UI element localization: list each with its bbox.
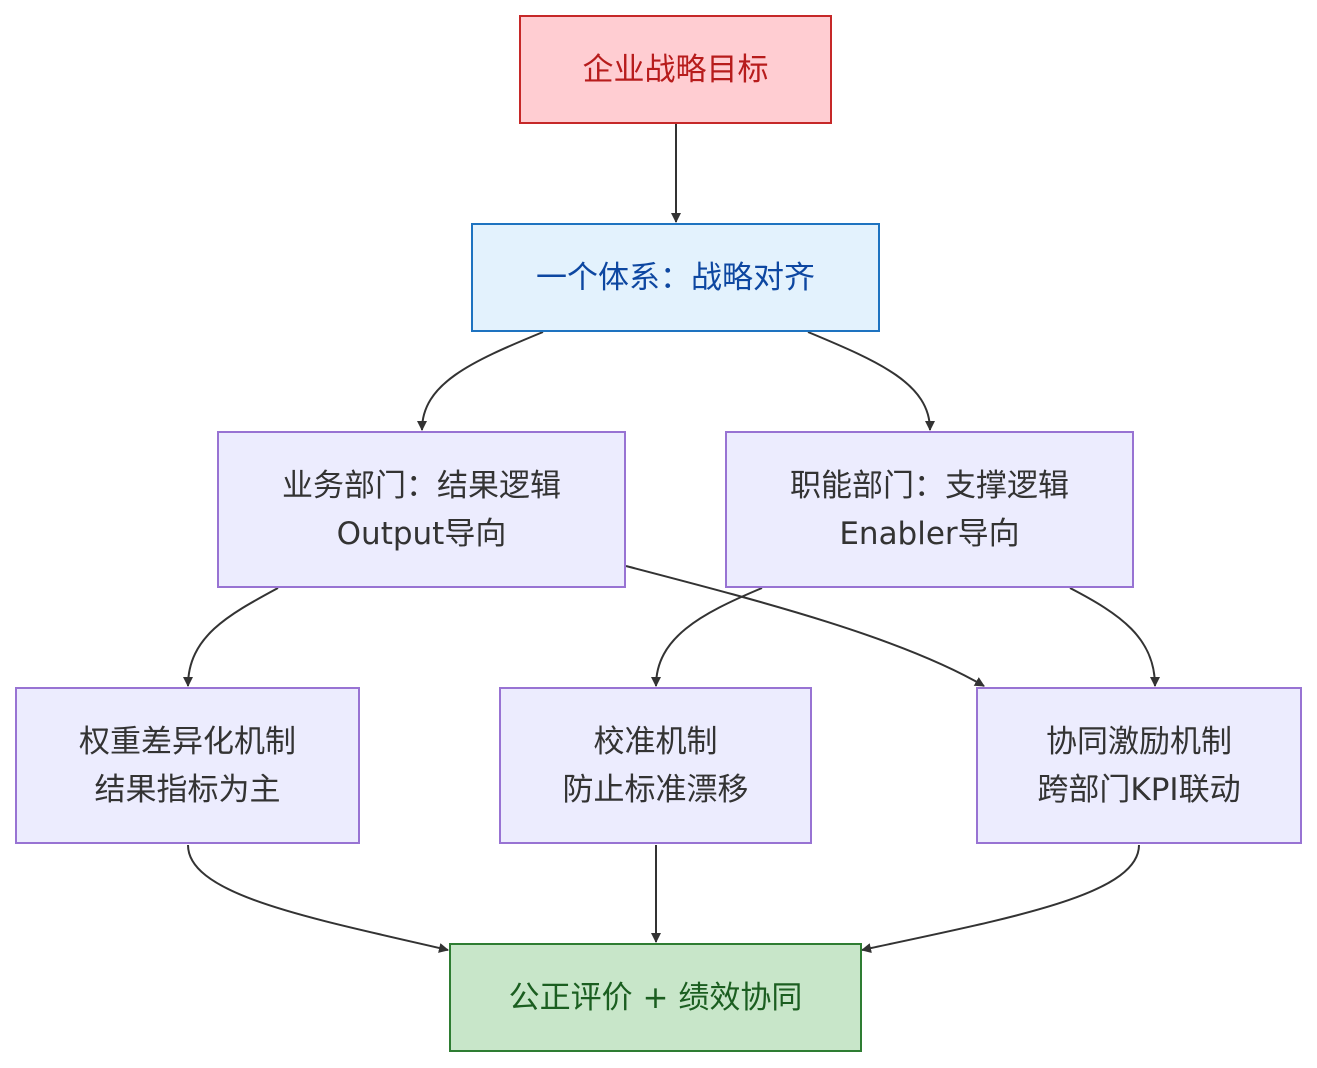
- node-fair-evaluation-label: 公正评价 + 绩效协同: [508, 979, 803, 1016]
- node-strategy-alignment-label: 一个体系：战略对齐: [536, 259, 815, 296]
- node-strategic-goal: 企业战略目标: [519, 15, 832, 124]
- edge-business-to-incentive: [625, 565, 985, 687]
- node-weight-mechanism: 权重差异化机制 结果指标为主: [15, 687, 360, 844]
- node-business-dept: 业务部门：结果逻辑 Output导向: [217, 431, 626, 588]
- node-weight-mechanism-line2: 结果指标为主: [94, 771, 281, 808]
- node-calibration-mechanism: 校准机制 防止标准漂移: [499, 687, 812, 844]
- node-incentive-mechanism: 协同激励机制 跨部门KPI联动: [976, 687, 1302, 844]
- node-fair-evaluation: 公正评价 + 绩效协同: [449, 943, 862, 1052]
- node-functional-dept-line2: Enabler导向: [839, 515, 1020, 552]
- node-calibration-mechanism-line2: 防止标准漂移: [562, 771, 749, 808]
- node-incentive-mechanism-line2: 跨部门KPI联动: [1037, 771, 1241, 808]
- node-strategic-goal-label: 企业战略目标: [582, 51, 769, 88]
- edge-functional-to-incentive: [1069, 587, 1160, 687]
- node-business-dept-line2: Output导向: [336, 515, 507, 552]
- edge-incentive-to-outcome: [861, 844, 1140, 953]
- edge-functional-to-calibration: [651, 587, 763, 687]
- node-strategy-alignment: 一个体系：战略对齐: [471, 223, 880, 332]
- node-business-dept-line1: 业务部门：结果逻辑: [282, 467, 561, 504]
- edge-system-to-business: [417, 331, 544, 431]
- node-weight-mechanism-line1: 权重差异化机制: [79, 723, 296, 760]
- edge-system-to-functional: [807, 331, 935, 431]
- edge-business-to-weight: [183, 587, 279, 687]
- node-incentive-mechanism-line1: 协同激励机制: [1046, 723, 1232, 760]
- edge-weight-to-outcome: [187, 844, 449, 953]
- node-functional-dept-line1: 职能部门：支撑逻辑: [790, 467, 1069, 504]
- node-functional-dept: 职能部门：支撑逻辑 Enabler导向: [725, 431, 1134, 588]
- node-calibration-mechanism-line1: 校准机制: [593, 723, 718, 760]
